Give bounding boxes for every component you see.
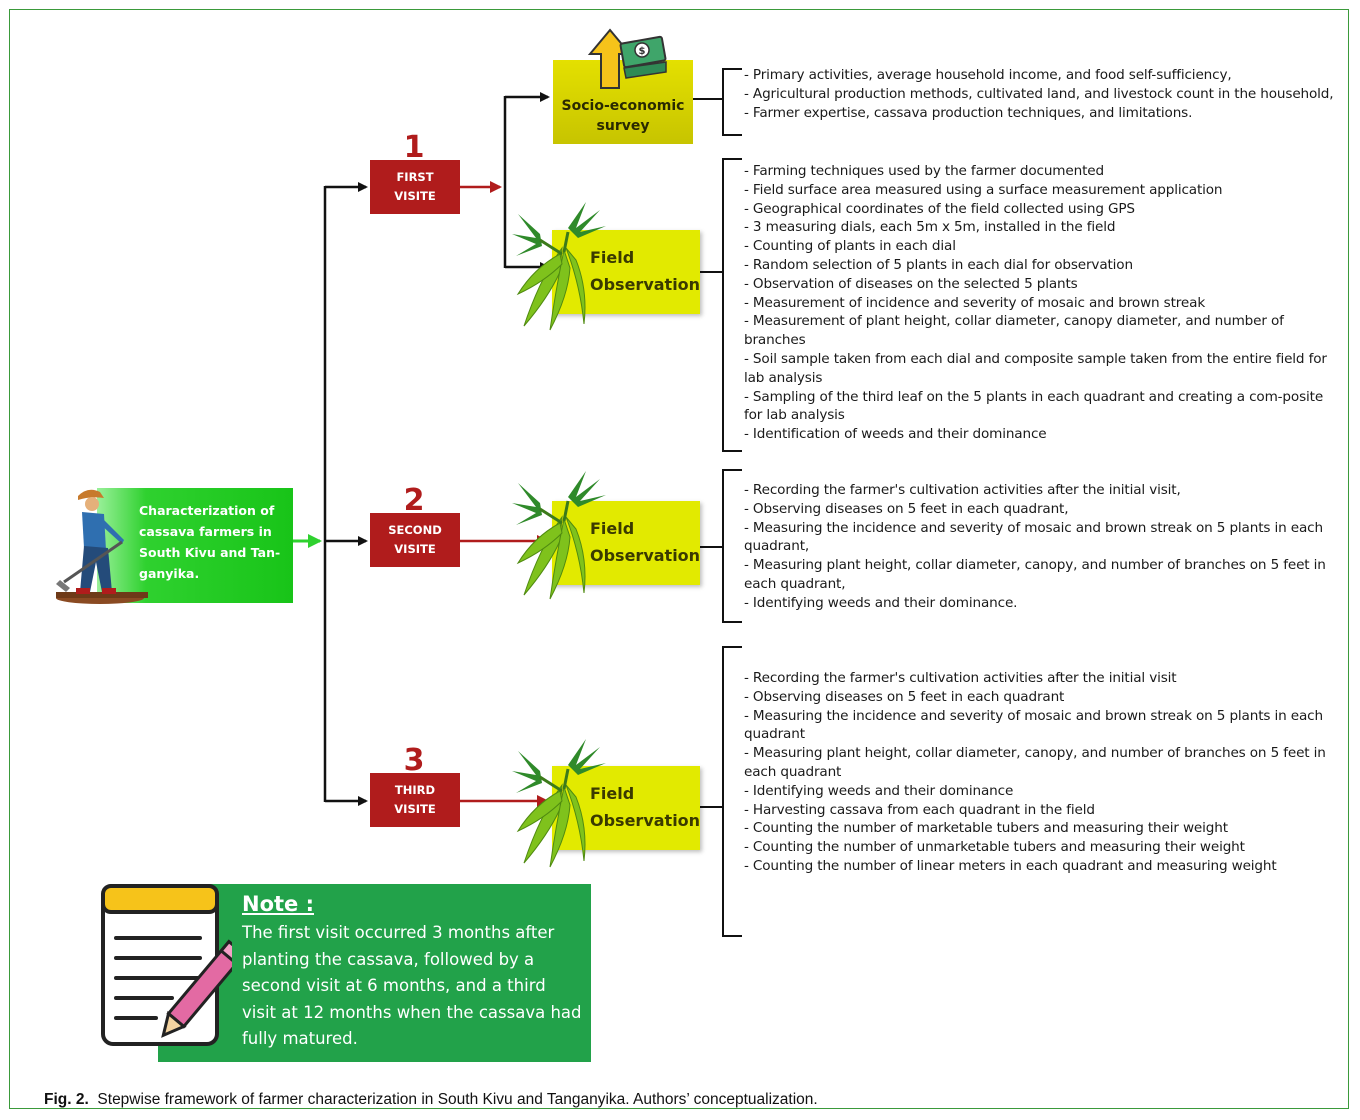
survey-line2: survey	[596, 118, 650, 134]
third-observation-label: Field Observation	[590, 780, 700, 834]
list-item: - Counting the number of linear meters i…	[744, 857, 1277, 874]
start-node: Characterization of cassava farmers in S…	[97, 488, 293, 603]
note-title: Note :	[242, 892, 314, 916]
list-item: - Counting of plants in each dial	[744, 238, 956, 255]
list-item: - Observing diseases on 5 feet in each q…	[744, 500, 1069, 517]
list-item: - Measuring the incidence and severity o…	[744, 707, 1323, 743]
list-item: - Geographical coordinates of the field …	[744, 200, 1135, 217]
farmer-icon	[56, 489, 148, 604]
second-observation-line1: Field	[590, 519, 635, 538]
list-item: - 3 measuring dials, each 5m x 5m, insta…	[744, 219, 1116, 236]
third-visit-box: THIRD VISITE	[370, 773, 460, 827]
start-label: Characterization of cassava farmers in S…	[139, 503, 281, 581]
cassava-plant-icon	[512, 471, 606, 600]
first-observation-list: - Farming techniques used by the farmer …	[744, 162, 1336, 444]
third-visit-line1: THIRD	[394, 783, 436, 797]
list-item: - Observation of diseases on the selecte…	[744, 275, 1078, 292]
list-item: - Agricultural production methods, culti…	[744, 85, 1334, 102]
figure-frame	[9, 9, 1349, 1109]
list-item: - Measurement of incidence and severity …	[744, 294, 1206, 311]
list-item: - Measuring plant height, collar diamete…	[744, 557, 1326, 592]
survey-box: Socio-economic survey	[553, 60, 693, 144]
third-observation-line1: Field	[590, 784, 635, 803]
third-observation-line2: Observation	[590, 811, 701, 830]
second-visit-line2: VISITE	[394, 542, 436, 556]
first-observation-bracket	[722, 158, 742, 452]
caption-label: Fig. 2.	[44, 1091, 89, 1108]
list-item: - Farmer expertise, cassava production t…	[744, 104, 1193, 121]
cassava-plant-icon	[512, 739, 606, 868]
second-observation-line2: Observation	[590, 546, 701, 565]
first-observation-box: Field Observation	[552, 230, 700, 314]
note-body: The first visit occurred 3 months after …	[242, 923, 582, 1048]
second-observation-label: Field Observation	[590, 515, 700, 569]
list-item: - Sampling of the third leaf on the 5 pl…	[744, 388, 1324, 424]
list-item: - Counting the number of marketable tube…	[744, 820, 1228, 837]
list-item: - Identifying weeds and their dominance	[744, 782, 1014, 799]
second-visit-box: SECOND VISITE	[370, 513, 460, 567]
visit-number-2: 2	[403, 483, 425, 518]
first-observation-label: Field Observation	[590, 244, 700, 298]
visit-number-1: 1	[403, 130, 425, 165]
second-observation-list: - Recording the farmer's cultivation act…	[744, 481, 1336, 613]
list-item: - Recording the farmer's cultivation act…	[744, 482, 1181, 498]
first-visit-line2: VISITE	[394, 189, 436, 203]
caption-text: Stepwise framework of farmer characteriz…	[97, 1091, 818, 1108]
list-item: - Identifying weeds and their dominance.	[744, 594, 1018, 611]
second-observation-bracket	[722, 469, 742, 623]
first-observation-line1: Field	[590, 248, 635, 267]
list-item: - Identification of weeds and their domi…	[744, 426, 1047, 443]
first-visit-line1: FIRST	[396, 170, 434, 184]
first-observation-line2: Observation	[590, 275, 701, 294]
money-growth-icon: $	[587, 28, 667, 89]
list-item: - Random selection of 5 plants in each d…	[744, 256, 1133, 273]
second-visit-line1: SECOND	[388, 523, 442, 537]
list-item: - Measuring plant height, collar diamete…	[744, 745, 1326, 780]
survey-label: Socio-economic survey	[553, 96, 693, 136]
cassava-plant-icon	[512, 202, 606, 331]
list-item: - Recording the farmer's cultivation act…	[744, 670, 1177, 686]
list-item: - Primary activities, average household …	[744, 67, 1232, 83]
list-item: - Field surface area measured using a su…	[744, 181, 1223, 198]
figure-caption: Fig. 2. Stepwise framework of farmer cha…	[44, 1091, 818, 1109]
list-item: - Measuring the incidence and severity o…	[744, 519, 1323, 555]
list-item: - Measurement of plant height, collar di…	[744, 313, 1284, 349]
visit-number-3: 3	[403, 743, 425, 778]
list-item: - Counting the number of unmarketable tu…	[744, 839, 1245, 856]
survey-list: - Primary activities, average household …	[744, 66, 1336, 122]
list-item: - Soil sample taken from each dial and c…	[744, 350, 1327, 386]
third-observation-bracket	[722, 646, 742, 937]
third-observation-list: - Recording the farmer's cultivation act…	[744, 669, 1336, 876]
survey-bracket	[722, 68, 742, 136]
list-item: - Observing diseases on 5 feet in each q…	[744, 688, 1065, 705]
third-visit-line2: VISITE	[394, 802, 436, 816]
notepad-pencil-icon	[101, 884, 232, 1046]
first-visit-box: FIRST VISITE	[370, 160, 460, 214]
list-item: - Farming techniques used by the farmer …	[744, 163, 1104, 179]
list-item: - Harvesting cassava from each quadrant …	[744, 801, 1095, 818]
survey-line1: Socio-economic	[561, 98, 685, 114]
svg-text:$: $	[639, 46, 646, 57]
